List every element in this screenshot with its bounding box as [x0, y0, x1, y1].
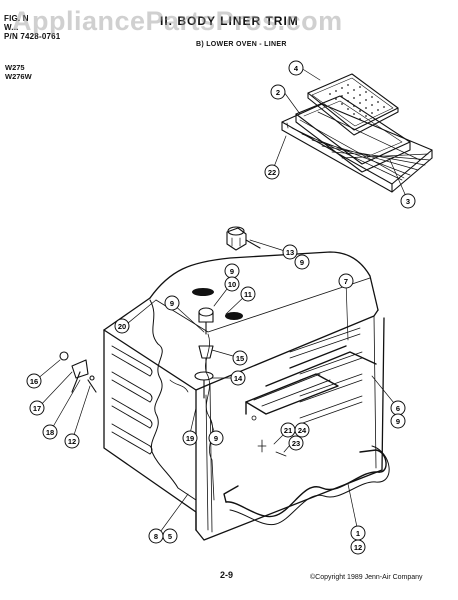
svg-text:23: 23	[292, 439, 300, 448]
svg-text:13: 13	[286, 248, 294, 257]
svg-text:21: 21	[284, 426, 292, 435]
callout-6: 6	[390, 400, 406, 416]
svg-text:10: 10	[228, 280, 236, 289]
svg-text:15: 15	[236, 354, 244, 363]
callout-14: 14	[230, 370, 246, 386]
svg-text:16: 16	[30, 377, 38, 386]
callout-2: 2	[270, 84, 286, 100]
side-wall-ribs	[111, 345, 153, 455]
callout-8: 8	[148, 528, 164, 544]
svg-text:5: 5	[168, 532, 172, 541]
svg-text:8: 8	[154, 532, 158, 541]
liner-top-openings	[192, 288, 243, 320]
svg-text:11: 11	[244, 290, 252, 299]
callout-12-b: 12	[350, 539, 366, 555]
callout-23: 23	[288, 435, 304, 451]
cutaway-outline	[149, 299, 215, 501]
page-title: II. BODY LINER TRIM	[160, 14, 299, 28]
svg-text:12: 12	[354, 543, 362, 552]
broil-pan-tray	[295, 95, 411, 173]
callout-19: 19	[182, 430, 198, 446]
callout-9-d: 9	[208, 430, 224, 446]
svg-text:9: 9	[170, 299, 174, 308]
bake-element	[223, 445, 390, 526]
header-line-1: FIG. N	[4, 14, 29, 23]
back-wall-ribs	[289, 327, 363, 425]
watermark-text: AppliancePartsPros.com	[12, 6, 343, 36]
header-figure-info: FIG. N W... P/N 7428-0761	[4, 14, 60, 41]
model-list: W275 W276W	[5, 63, 32, 81]
callout-1: 1	[350, 525, 366, 541]
svg-text:9: 9	[396, 417, 400, 426]
leader-lines	[35, 67, 409, 536]
callout-10: 10	[224, 276, 240, 292]
callout-9-e: 9	[390, 413, 406, 429]
callout-17: 17	[29, 400, 45, 416]
callout-4: 4	[288, 60, 304, 76]
callout-16: 16	[26, 373, 42, 389]
bracket-assembly	[59, 351, 97, 393]
svg-text:1: 1	[356, 529, 360, 538]
svg-text:22: 22	[268, 168, 276, 177]
svg-text:3: 3	[406, 197, 410, 206]
page-number: 2-9	[220, 570, 234, 580]
svg-text:9: 9	[214, 434, 218, 443]
callout-13: 13	[282, 244, 298, 260]
oven-liner-body	[103, 251, 385, 541]
svg-text:6: 6	[396, 404, 400, 413]
model-1: W275	[5, 63, 25, 72]
page-subtitle: B) LOWER OVEN - LINER	[196, 41, 287, 48]
callout-24: 24	[294, 422, 310, 438]
svg-text:12: 12	[68, 437, 76, 446]
callout-bubbles: 4 2 22 3 13 9 9 10 11 9 7 20 15 14 16 17…	[26, 60, 416, 555]
svg-text:4: 4	[294, 64, 299, 73]
callout-22: 22	[264, 164, 280, 180]
callout-11: 11	[240, 286, 256, 302]
callout-5: 5	[162, 528, 178, 544]
callout-15: 15	[232, 350, 248, 366]
svg-text:24: 24	[298, 426, 307, 435]
callout-7: 7	[338, 273, 354, 289]
header-part-number: P/N 7428-0761	[4, 32, 61, 41]
broil-pan-insert	[307, 73, 399, 136]
callout-20: 20	[114, 318, 130, 334]
svg-text:17: 17	[33, 404, 41, 413]
broil-element	[245, 345, 377, 415]
svg-text:9: 9	[230, 267, 234, 276]
oven-rack	[281, 103, 433, 193]
svg-text:2: 2	[276, 88, 280, 97]
svg-text:18: 18	[46, 428, 54, 437]
svg-text:9: 9	[300, 258, 304, 267]
callout-18: 18	[42, 424, 58, 440]
callout-9-a: 9	[294, 254, 310, 270]
callout-9-c: 9	[164, 295, 180, 311]
callout-3: 3	[400, 193, 416, 209]
element-terminal-block	[226, 226, 261, 251]
screws	[251, 415, 287, 457]
model-2: W276W	[5, 72, 32, 81]
copyright-notice: ©Copyright 1989 Jenn-Air Company	[310, 574, 423, 581]
sensor-parts	[194, 307, 214, 399]
svg-text:20: 20	[118, 322, 126, 331]
callout-12-a: 12	[64, 433, 80, 449]
svg-text:19: 19	[186, 434, 194, 443]
svg-text:14: 14	[234, 374, 243, 383]
callout-21: 21	[280, 422, 296, 438]
callout-9-b: 9	[224, 263, 240, 279]
svg-text:7: 7	[344, 277, 348, 286]
liner-top-edge	[155, 277, 371, 333]
header-line-2: W...	[4, 23, 19, 32]
